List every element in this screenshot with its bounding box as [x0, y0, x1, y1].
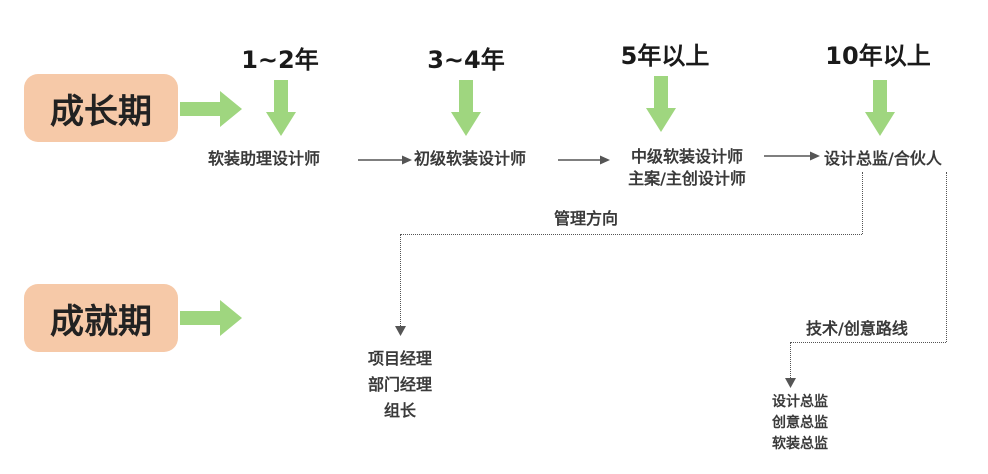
technical-dotted-line	[946, 172, 947, 342]
management-arrowhead-icon	[395, 326, 406, 336]
role-mid: 中级软装设计师 主案/主创设计师	[612, 146, 762, 190]
technical-arrowhead-icon	[785, 378, 796, 388]
technical-dotted-line	[790, 342, 946, 343]
connector-arrow-icon-1	[358, 155, 412, 165]
role-mid-line1: 中级软装设计师	[630, 147, 743, 166]
year-label-2: 3~4年	[427, 46, 505, 74]
technical-role: 创意总监	[772, 415, 828, 431]
role-junior: 初级软装设计师	[414, 149, 527, 168]
down-arrow-icon-1	[266, 80, 296, 136]
year-label-1: 1~2年	[241, 46, 319, 74]
role-director: 设计总监/合伙人	[824, 149, 942, 168]
technical-roles: 设计总监 创意总监 软装总监	[754, 392, 846, 455]
management-label: 管理方向	[554, 209, 619, 228]
technical-label: 技术/创意路线	[806, 319, 908, 338]
management-roles: 项目经理 部门经理 组长	[352, 346, 448, 424]
management-dotted-line	[400, 234, 862, 235]
technical-dotted-line	[790, 342, 791, 380]
technical-role: 设计总监	[772, 394, 828, 410]
stage-achievement: 成就期	[24, 284, 178, 352]
achievement-right-arrow-icon	[180, 300, 242, 336]
stage-growth: 成长期	[24, 74, 178, 142]
down-arrow-icon-2	[451, 80, 481, 136]
down-arrow-icon-3	[646, 76, 676, 132]
down-arrow-icon-4	[865, 80, 895, 136]
role-assistant: 软装助理设计师	[208, 149, 321, 168]
growth-right-arrow-icon	[180, 91, 242, 127]
connector-arrow-icon-2	[558, 155, 610, 165]
management-dotted-line	[862, 172, 863, 234]
year-label-4: 10年以上	[825, 42, 931, 70]
management-role: 项目经理	[367, 349, 432, 368]
year-label-3: 5年以上	[620, 42, 710, 70]
management-dotted-line	[400, 234, 401, 328]
management-role: 组长	[383, 401, 416, 420]
management-role: 部门经理	[367, 375, 432, 394]
technical-role: 软装总监	[772, 436, 828, 452]
connector-arrow-icon-3	[764, 151, 820, 161]
role-mid-line2: 主案/主创设计师	[628, 169, 746, 188]
